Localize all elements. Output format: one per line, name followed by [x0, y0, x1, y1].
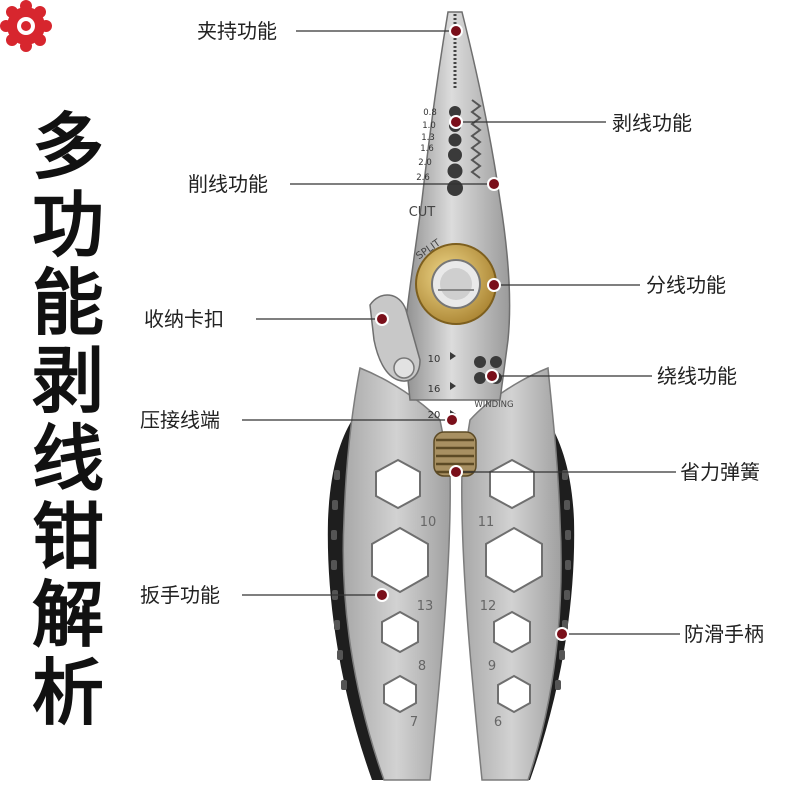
title-char: 功 [31, 183, 104, 267]
title-char: 线 [31, 417, 104, 501]
hex-size-label: 11 [478, 515, 495, 530]
hex-holes-left [371, 458, 429, 714]
grip-ridges [331, 470, 571, 690]
hex-size-label: 12 [480, 599, 497, 614]
title-char: 钳 [31, 495, 104, 579]
winding-label: WINDING [474, 400, 513, 410]
hex-size-label: 9 [488, 659, 496, 674]
crimp-size-label: 20 [428, 410, 441, 421]
hex-size-label: 7 [410, 715, 418, 730]
callout-grip: 防滑手柄 [684, 622, 764, 646]
title-char: 多 [31, 105, 104, 189]
callout-crimp: 压接线端 [140, 408, 220, 432]
hex-size-label: 8 [418, 659, 426, 674]
callout-strip: 剥线功能 [612, 111, 692, 135]
callout-wind: 绕线功能 [657, 364, 737, 388]
strip-notches [447, 106, 463, 196]
crimp-size-label: 10 [428, 354, 441, 365]
callout-split: 分线功能 [646, 273, 726, 297]
gauge-label: 0.8 [423, 108, 437, 118]
title-char: 能 [31, 261, 104, 345]
callout-markers [375, 24, 569, 641]
crimp-size-label: 16 [428, 384, 441, 395]
hex-size-label: 13 [417, 599, 434, 614]
callout-wrench: 扳手功能 [140, 583, 220, 607]
callout-shave: 削线功能 [188, 172, 268, 196]
cut-label: CUT [409, 205, 436, 220]
gauge-label: 2.6 [416, 173, 430, 183]
hex-size-label: 6 [494, 715, 502, 730]
hex-size-label: 10 [420, 515, 437, 530]
callout-spring: 省力弹簧 [680, 460, 760, 484]
gauge-label: 1.6 [420, 144, 434, 154]
callout-clamp: 夹持功能 [197, 19, 277, 43]
gauge-label: 1.0 [422, 121, 436, 131]
spring [433, 431, 477, 477]
title-char: 解 [31, 573, 104, 657]
title-char: 析 [31, 651, 104, 735]
gauge-label: 1.3 [421, 133, 435, 143]
page-title: 多 功 能 剥 线 钳 解 析 [28, 108, 108, 732]
brand-logo-icon [0, 0, 52, 52]
gauge-label: 2.0 [418, 158, 432, 168]
hex-holes-right [485, 458, 543, 714]
callout-latch: 收纳卡扣 [144, 307, 224, 331]
title-char: 剥 [31, 339, 104, 423]
callout-lines [242, 30, 680, 635]
